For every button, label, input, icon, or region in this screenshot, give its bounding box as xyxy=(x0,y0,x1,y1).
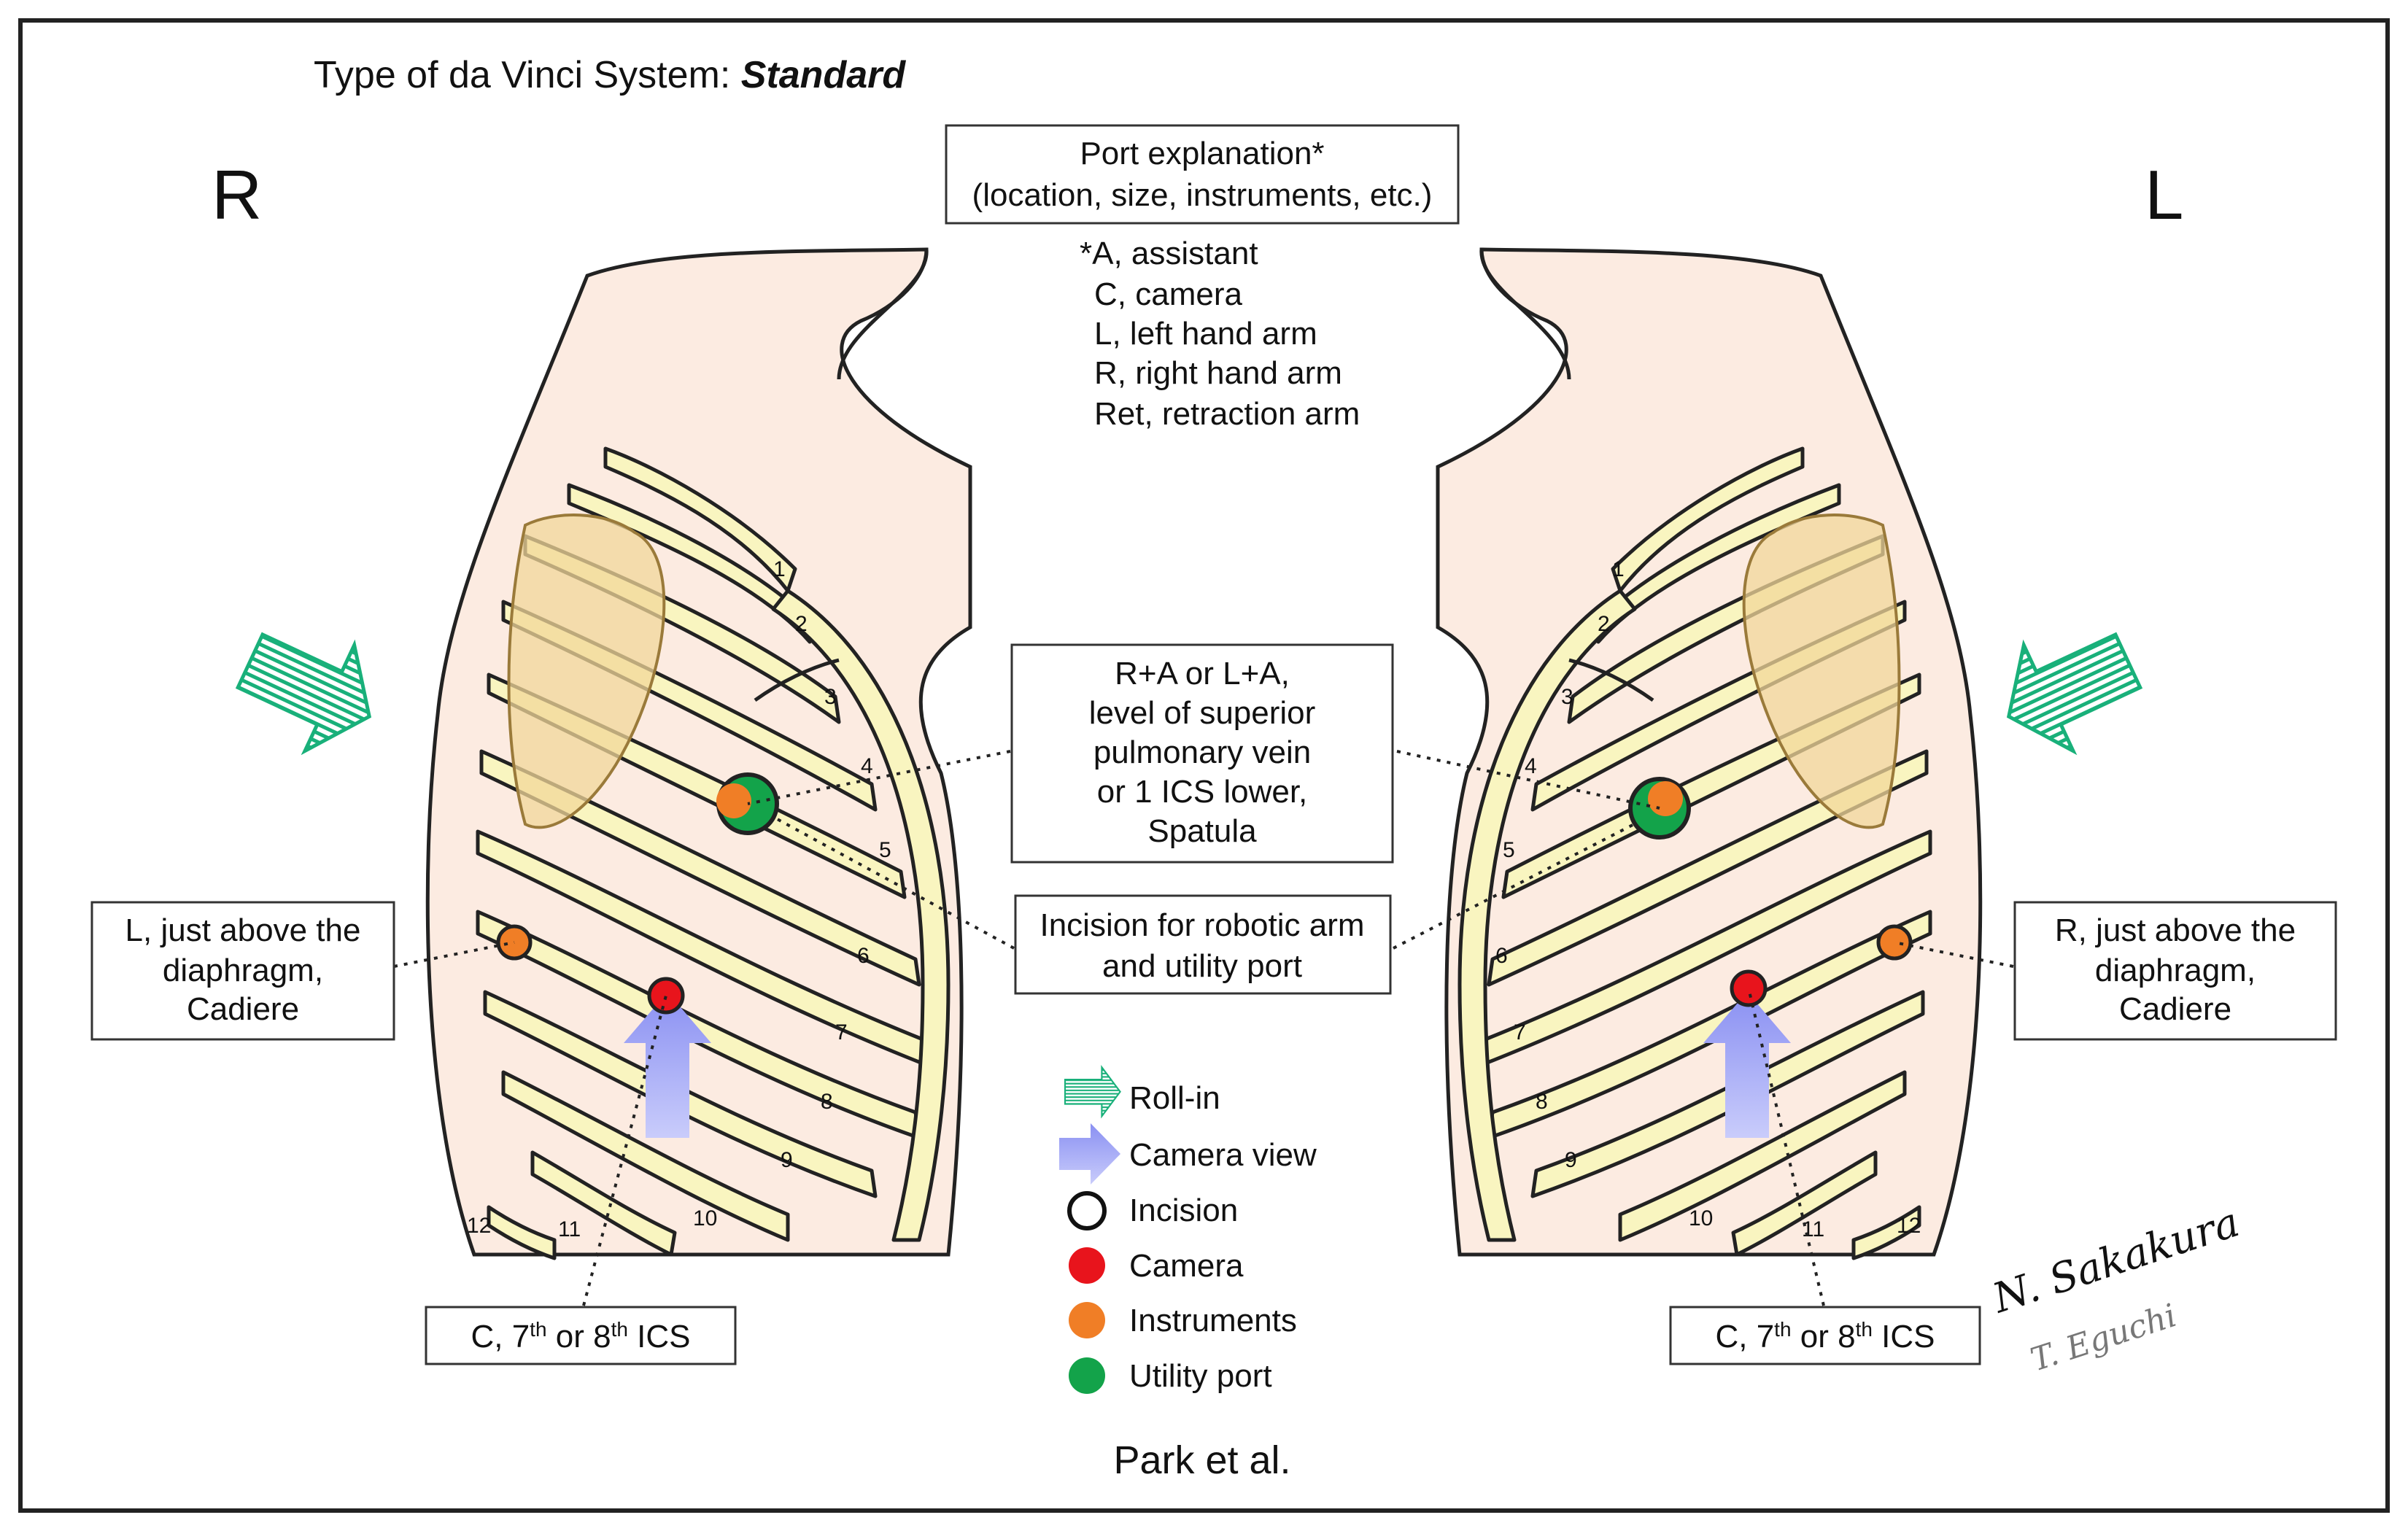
rib-number-4-left: 4 xyxy=(1525,754,1537,778)
rib-number-2: 2 xyxy=(795,612,808,636)
camera-callout-left: C, 7th or 8th ICS xyxy=(425,1306,737,1365)
rib-number-1-left: 1 xyxy=(1612,557,1625,581)
svg-text:Utility port: Utility port xyxy=(1129,1358,1272,1394)
rib-number-5-left: 5 xyxy=(1503,838,1515,862)
rib-number-9-left: 9 xyxy=(1565,1148,1577,1172)
legend: Roll-in Camera view Incision Camera Inst… xyxy=(1059,1066,1317,1394)
key-retraction-arm: Ret, retraction arm xyxy=(1094,396,1360,432)
key-assistant: *A, assistant xyxy=(1080,236,1258,271)
side-label-right: R xyxy=(212,156,262,234)
camera-port-marker xyxy=(647,977,685,1015)
svg-text:Incision: Incision xyxy=(1129,1193,1238,1228)
rib-number-8: 8 xyxy=(821,1090,833,1114)
rib-number-12: 12 xyxy=(467,1214,491,1238)
svg-text:Camera: Camera xyxy=(1129,1248,1244,1284)
port-explanation-title: Port explanation* xyxy=(1080,136,1324,171)
left-chest-diagram xyxy=(1438,249,1981,1258)
assistant-arm-marker-left xyxy=(1648,781,1683,816)
svg-text:diaphragm,: diaphragm, xyxy=(163,953,323,988)
camera-port-marker-left xyxy=(1730,969,1768,1007)
legend-utility-port: Utility port xyxy=(1069,1357,1272,1394)
key-camera: C, camera xyxy=(1094,276,1242,312)
rib-number-7-left: 7 xyxy=(1514,1020,1526,1044)
rib-number-3-left: 3 xyxy=(1561,685,1573,709)
roll-in-arrow-right xyxy=(225,608,394,770)
rib-number-11-left: 11 xyxy=(1802,1217,1824,1241)
side-label-left: L xyxy=(2145,156,2183,234)
striped-arrow-icon xyxy=(1064,1066,1121,1117)
svg-text:Camera view: Camera view xyxy=(1129,1137,1317,1173)
incision-callout: Incision for robotic arm and utility por… xyxy=(1014,894,1392,995)
figure-frame xyxy=(18,18,2390,1513)
port-explanation-box: Port explanation* (location, size, instr… xyxy=(945,124,1460,225)
legend-roll-in: Roll-in xyxy=(1064,1066,1220,1117)
legend-camera: Camera xyxy=(1069,1247,1244,1284)
key-left-hand-arm: L, left hand arm xyxy=(1094,316,1317,352)
svg-text:C, 7th or 8th ICS: C, 7th or 8th ICS xyxy=(1715,1318,1935,1355)
svg-text:Cadiere: Cadiere xyxy=(187,991,299,1027)
legend-instruments: Instruments xyxy=(1069,1302,1297,1338)
svg-text:Roll-in: Roll-in xyxy=(1129,1080,1220,1116)
camera-callout-right: C, 7th or 8th ICS xyxy=(1669,1306,1981,1365)
legend-camera-view: Camera view xyxy=(1059,1123,1317,1185)
rib-number-4: 4 xyxy=(861,754,873,778)
rib-number-6: 6 xyxy=(857,944,870,968)
svg-text:C, 7th or 8th ICS: C, 7th or 8th ICS xyxy=(471,1318,690,1355)
svg-text:Cadiere: Cadiere xyxy=(2119,991,2231,1027)
rib-number-2-left: 2 xyxy=(1598,612,1610,636)
right-arm-marker xyxy=(1876,924,1913,961)
svg-text:N. Sakakura: N. Sakakura xyxy=(1986,1198,2245,1323)
rib-number-10: 10 xyxy=(693,1206,717,1230)
rib-number-1: 1 xyxy=(773,557,786,581)
rib-number-6-left: 6 xyxy=(1495,944,1508,968)
rib-number-3: 3 xyxy=(824,685,837,709)
ra-la-callout: R+A or L+A, level of superior pulmonary … xyxy=(1010,643,1394,864)
key-right-hand-arm: R, right hand arm xyxy=(1094,355,1342,391)
rib-number-10-left: 10 xyxy=(1689,1206,1713,1230)
svg-text:Spatula: Spatula xyxy=(1147,813,1257,849)
system-type-value: Standard xyxy=(741,54,907,96)
rib-number-8-left: 8 xyxy=(1536,1090,1548,1114)
svg-text:level of superior: level of superior xyxy=(1089,695,1316,731)
rib-number-7: 7 xyxy=(835,1020,848,1044)
citation: Park et al. xyxy=(1113,1438,1290,1482)
svg-text:Incision for robotic arm: Incision for robotic arm xyxy=(1040,907,1364,943)
svg-text:diaphragm,: diaphragm, xyxy=(2095,953,2256,988)
svg-text:or 1 ICS lower,: or 1 ICS lower, xyxy=(1097,774,1308,810)
port-explanation-subtitle: (location, size, instruments, etc.) xyxy=(972,177,1433,213)
rib-number-11: 11 xyxy=(558,1217,581,1241)
red-dot-icon xyxy=(1069,1247,1105,1284)
rib-number-5: 5 xyxy=(879,838,891,862)
right-chest-diagram: 1 2 3 4 5 6 7 8 9 10 11 12 xyxy=(427,249,970,1258)
ports-left xyxy=(1628,777,1913,1007)
abbreviation-key: *A, assistant C, camera L, left hand arm… xyxy=(1080,236,1360,432)
system-type-title: Type of da Vinci System: Standard xyxy=(314,54,906,96)
legend-incision: Incision xyxy=(1067,1191,1238,1230)
roll-in-arrow-left xyxy=(1984,608,2153,770)
right-arm-callout: R, just above the diaphragm, Cadiere xyxy=(2013,901,2337,1041)
rib-number-9: 9 xyxy=(781,1148,793,1172)
green-dot-icon xyxy=(1069,1357,1105,1394)
svg-text:pulmonary vein: pulmonary vein xyxy=(1093,735,1311,770)
assistant-arm-marker xyxy=(716,783,751,818)
leader-lines xyxy=(393,750,2014,1306)
svg-text:R+A or L+A,: R+A or L+A, xyxy=(1115,656,1290,691)
purple-arrow-icon xyxy=(1059,1123,1120,1185)
svg-text:L, just above the: L, just above the xyxy=(125,912,361,948)
author-signature: N. Sakakura T. Eguchi xyxy=(1986,1198,2245,1379)
svg-text:T. Eguchi: T. Eguchi xyxy=(2026,1297,2181,1379)
svg-text:and utility port: and utility port xyxy=(1102,948,1302,984)
orange-dot-icon xyxy=(1069,1302,1105,1338)
circle-outline-icon xyxy=(1067,1191,1107,1230)
svg-text:Instruments: Instruments xyxy=(1129,1303,1297,1338)
left-arm-callout: L, just above the diaphragm, Cadiere xyxy=(90,901,395,1041)
ports-right xyxy=(496,772,779,1015)
svg-text:R, just above the: R, just above the xyxy=(2055,912,2296,948)
rib-number-12-left: 12 xyxy=(1897,1214,1921,1238)
